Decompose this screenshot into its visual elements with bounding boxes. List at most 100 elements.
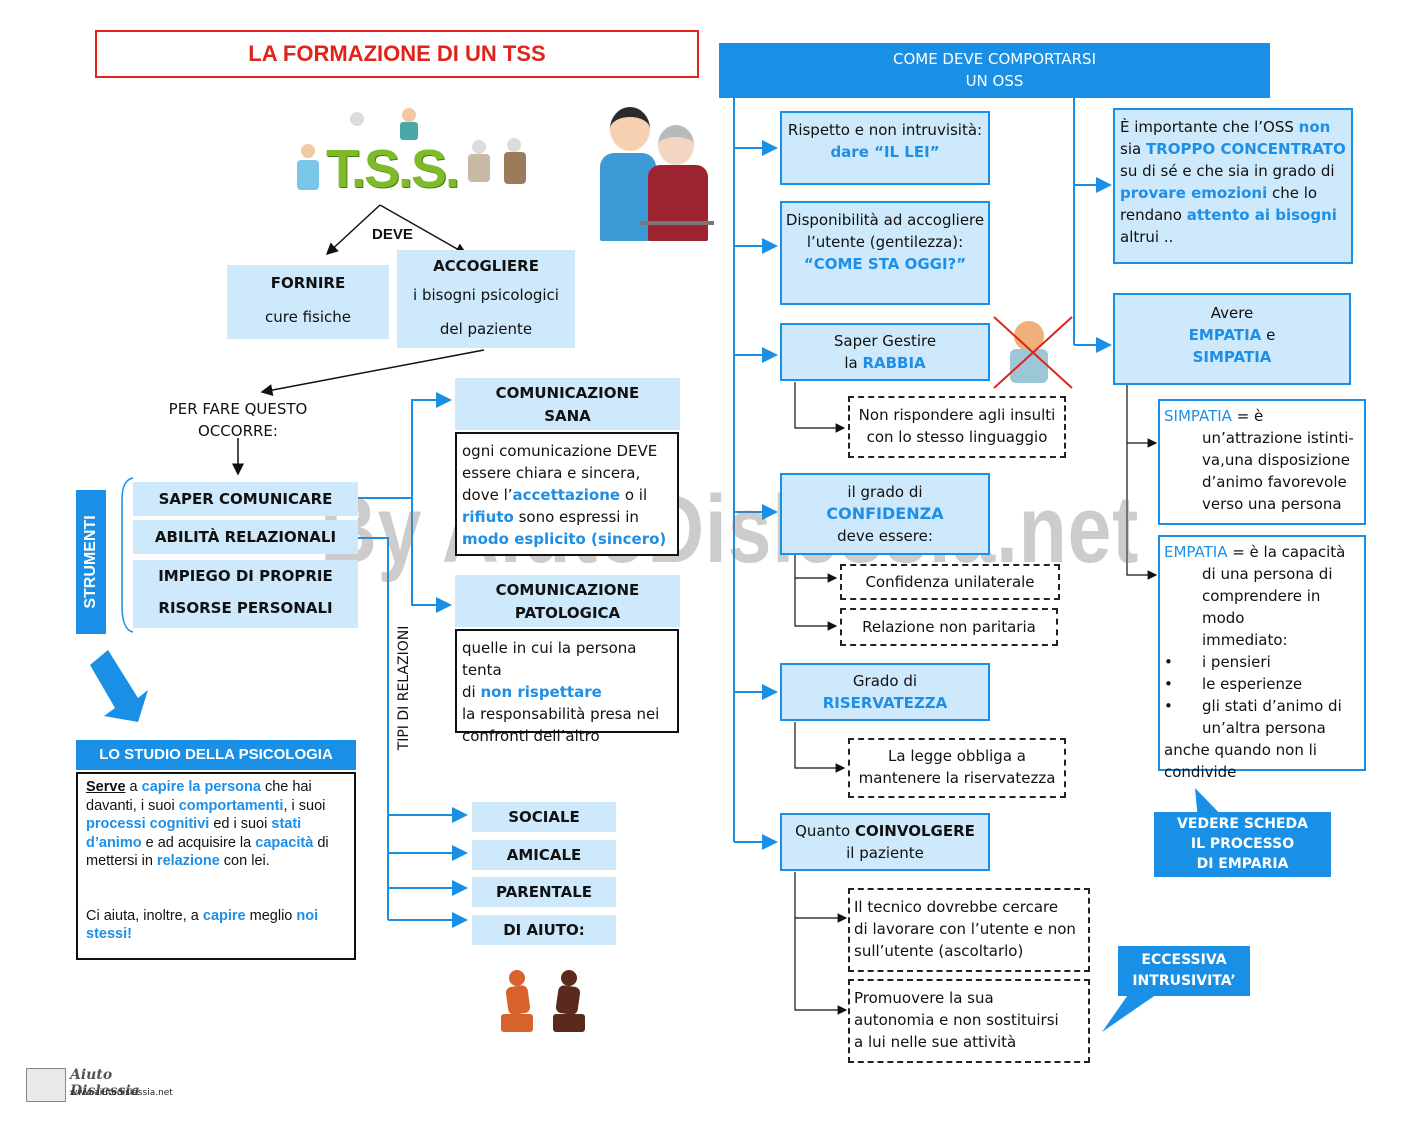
text-line: sull’utente (ascoltarlo)	[854, 942, 1024, 960]
per-fare-line1: PER FARE QUESTO	[168, 400, 308, 418]
title-line: PATOLOGICA	[514, 604, 621, 622]
text-line: Il tecnico dovrebbe cercare	[854, 898, 1059, 916]
highlight: relazione	[156, 853, 220, 869]
callout-line: INTRUSIVITA’	[1132, 973, 1236, 989]
aiutodislessia-logo: Aiuto Dislessia www.aiutodislessia.net	[26, 1066, 186, 1104]
strumenti-item-label: ABILITÀ RELAZIONALI	[154, 528, 337, 546]
text-line: a lui nelle sue attività	[854, 1033, 1017, 1051]
bullet-text: le esperienze	[1202, 675, 1303, 693]
oss-header: COME DEVE COMPORTARSI UN OSS	[719, 43, 1270, 98]
title-line: SANA	[544, 407, 591, 425]
avere-line1: Avere	[1210, 304, 1254, 322]
text-span: e	[1261, 326, 1276, 344]
oss-header-line2: UN OSS	[965, 72, 1024, 90]
text-line: SIMPATIA = è	[1164, 405, 1364, 427]
text-line: condivide	[1164, 763, 1237, 781]
title-line: COMUNICAZIONE	[495, 581, 640, 599]
vedere-scheda-callout[interactable]: VEDERE SCHEDA IL PROCESSO DI EMPARIA	[1154, 812, 1331, 877]
simpatia-definition: SIMPATIA = è un’attrazione istinti- va,u…	[1158, 399, 1366, 525]
text-line: provare emozioni che lo	[1120, 182, 1351, 204]
tss-logo: T.S.S.	[292, 108, 526, 203]
callout-line: DI EMPARIA	[1196, 856, 1289, 872]
highlight-empatia: EMPATIA	[1188, 326, 1262, 344]
coinvolgere-box: Quanto COINVOLGERE il paziente	[780, 813, 990, 871]
highlight-troppo: TROPPO CONCENTRATO	[1145, 140, 1346, 158]
highlight: capacità	[255, 834, 314, 851]
rabbia-line1: Saper Gestire	[833, 332, 937, 350]
highlight-non: non	[1298, 118, 1331, 136]
riservatezza-box: Grado di RISERVATEZZA	[780, 663, 990, 721]
highlight: comportamenti	[178, 797, 284, 814]
text-line: altrui ..	[1120, 228, 1174, 246]
text-span: dove l’	[462, 486, 513, 504]
text-line: rifiuto sono espressi in	[462, 506, 677, 528]
text-span: È importante che l’OSS	[1120, 118, 1299, 136]
confidenza-box: il grado di CONFIDENZA deve essere:	[780, 473, 990, 555]
logo-url: www.aiutodislessia.net	[70, 1088, 173, 1098]
avere-box: Avere EMPATIA e SIMPATIA	[1113, 293, 1351, 385]
fornire-title: FORNIRE	[270, 274, 346, 292]
bullet-item: •le esperienze	[1164, 675, 1303, 693]
text-span: Quanto	[795, 822, 855, 840]
disponibilita-line1: Disponibilità ad accogliere	[785, 211, 985, 229]
strumenti-item-saper-comunicare: SAPER COMUNICARE	[133, 482, 358, 516]
highlight-attento: attento ai bisogni	[1186, 206, 1337, 224]
relazione-label: PARENTALE	[495, 883, 593, 901]
callout-line: IL PROCESSO	[1190, 836, 1295, 852]
highlight-simpatia: SIMPATIA	[1192, 348, 1272, 366]
highlight: noi stessi!	[86, 907, 319, 943]
disponibilita-line3: “COME STA OGGI?”	[803, 255, 967, 273]
callout-line: VEDERE SCHEDA	[1177, 816, 1308, 832]
text-span: la	[844, 354, 863, 372]
text-span: sia	[1120, 140, 1146, 158]
empatia-definition: EMPATIA = è la capacità di una persona d…	[1158, 535, 1366, 781]
text-line: dove l’accettazione o il	[462, 484, 677, 506]
coinvolgere-sub-1: Il tecnico dovrebbe cercare di lavorare …	[848, 888, 1090, 972]
text-line: La legge obbliga a	[888, 747, 1026, 765]
text-line: su di sé e che sia in grado di	[1120, 162, 1335, 180]
text-span: sono espressi in	[513, 508, 639, 526]
coinvolgere-line1: Quanto COINVOLGERE	[782, 820, 988, 842]
highlight-accettazione: accettazione	[512, 486, 621, 504]
relazione-di-aiuto: DI AIUTO:	[472, 915, 616, 945]
no-anger-icon	[992, 315, 1074, 390]
bullet-text: gli stati d’animo di	[1202, 697, 1342, 715]
confidenza-line3: deve essere:	[837, 527, 933, 545]
text-line: anche quando non li	[1164, 741, 1317, 759]
strumenti-item-abilita: ABILITÀ RELAZIONALI	[133, 520, 358, 554]
term: EMPATIA	[1164, 543, 1228, 561]
rispetto-line1: Rispetto e non intruvisità:	[787, 121, 983, 139]
term: SIMPATIA	[1164, 407, 1232, 425]
strumenti-label-box: STRUMENTI	[76, 490, 106, 634]
accogliere-title: ACCOGLIERE	[433, 257, 539, 275]
rispetto-line2: dare “IL LEI”	[830, 143, 940, 161]
text-line: sia TROPPO CONCENTRATO	[1120, 138, 1351, 160]
confidenza-line2: CONFIDENZA	[826, 504, 944, 523]
highlight: stati d’animo	[86, 816, 302, 851]
tss-logo-text: T.S.S.	[326, 139, 460, 199]
psicologia-text: Serve a capire la persona che hai davant…	[76, 772, 356, 960]
avere-line2: EMPATIA e	[1115, 324, 1349, 346]
text-span: , i suoi	[283, 797, 326, 814]
fornire-box: FORNIRE cure fisiche	[227, 265, 389, 339]
text-line: la responsabilità presa nei	[462, 705, 660, 723]
text-line: mantenere la riservatezza	[858, 769, 1056, 787]
text-line: verso una persona	[1202, 495, 1342, 513]
bullet-text: i pensieri	[1202, 653, 1271, 671]
confidenza-line1: il grado di	[847, 483, 923, 501]
text-span: con lei.	[219, 853, 270, 869]
text-line: Relazione non paritaria	[862, 618, 1036, 636]
elderly-figures-icon	[342, 108, 526, 184]
highlight-rifiuto: rifiuto	[462, 508, 514, 526]
comunicazione-sana-text: ogni comunicazione DEVE essere chiara e …	[455, 432, 679, 556]
caregiver-illustration	[596, 103, 716, 243]
text-line: di una persona di	[1202, 565, 1333, 583]
deve-label: DEVE	[372, 226, 413, 243]
text-line: Confidenza unilaterale	[865, 573, 1035, 591]
accogliere-box: ACCOGLIERE i bisogni psicologici del paz…	[397, 250, 575, 348]
relazione-sociale: SOCIALE	[472, 802, 616, 832]
text-line: di lavorare con l’utente e non	[854, 920, 1076, 938]
text-line: quelle in cui la persona tenta	[462, 639, 637, 679]
text-line: va,una disposizione	[1202, 451, 1350, 469]
